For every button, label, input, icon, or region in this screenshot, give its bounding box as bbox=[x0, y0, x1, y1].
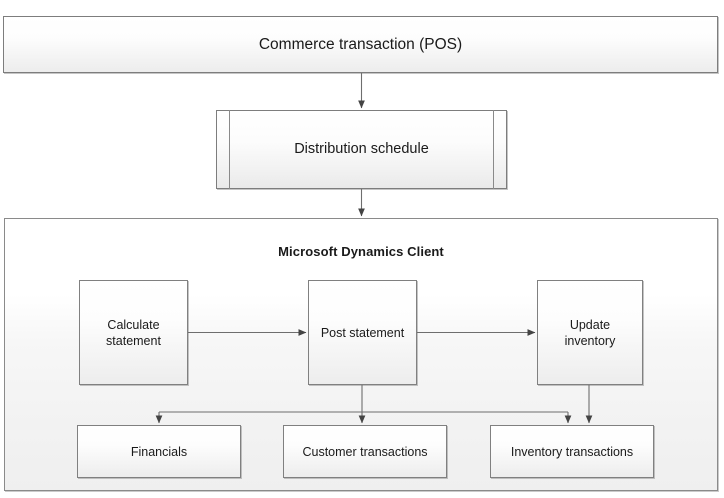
node-label-line-2: statement bbox=[106, 333, 161, 348]
node-distribution-schedule: Distribution schedule bbox=[216, 110, 507, 189]
node-label-calculate-statement: Calculate statement bbox=[106, 317, 161, 349]
node-label-distribution-schedule: Distribution schedule bbox=[294, 141, 429, 158]
node-label-customer-transactions: Customer transactions bbox=[302, 444, 428, 459]
node-label-line-1: Update bbox=[569, 317, 611, 332]
node-label-post-statement: Post statement bbox=[320, 325, 405, 340]
node-post-statement: Post statement bbox=[308, 280, 417, 385]
node-customer-transactions: Customer transactions bbox=[283, 425, 447, 478]
node-update-inventory: Update inventory bbox=[537, 280, 643, 385]
node-label-line-1: Calculate bbox=[107, 317, 160, 332]
node-label-update-inventory: Update inventory bbox=[565, 317, 616, 349]
container-title-microsoft-dynamics-client: Microsoft Dynamics Client bbox=[278, 244, 444, 259]
node-financials: Financials bbox=[77, 425, 241, 478]
node-label-inventory-transactions: Inventory transactions bbox=[510, 444, 634, 459]
node-label-financials: Financials bbox=[130, 444, 188, 459]
predefined-process-left-rule bbox=[229, 110, 230, 189]
node-label-line-2: inventory bbox=[564, 333, 616, 348]
node-label-commerce-transaction-pos: Commerce transaction (POS) bbox=[258, 35, 463, 53]
predefined-process-right-rule bbox=[493, 110, 494, 189]
node-commerce-transaction-pos: Commerce transaction (POS) bbox=[3, 16, 718, 73]
node-inventory-transactions: Inventory transactions bbox=[490, 425, 654, 478]
node-calculate-statement: Calculate statement bbox=[79, 280, 188, 385]
